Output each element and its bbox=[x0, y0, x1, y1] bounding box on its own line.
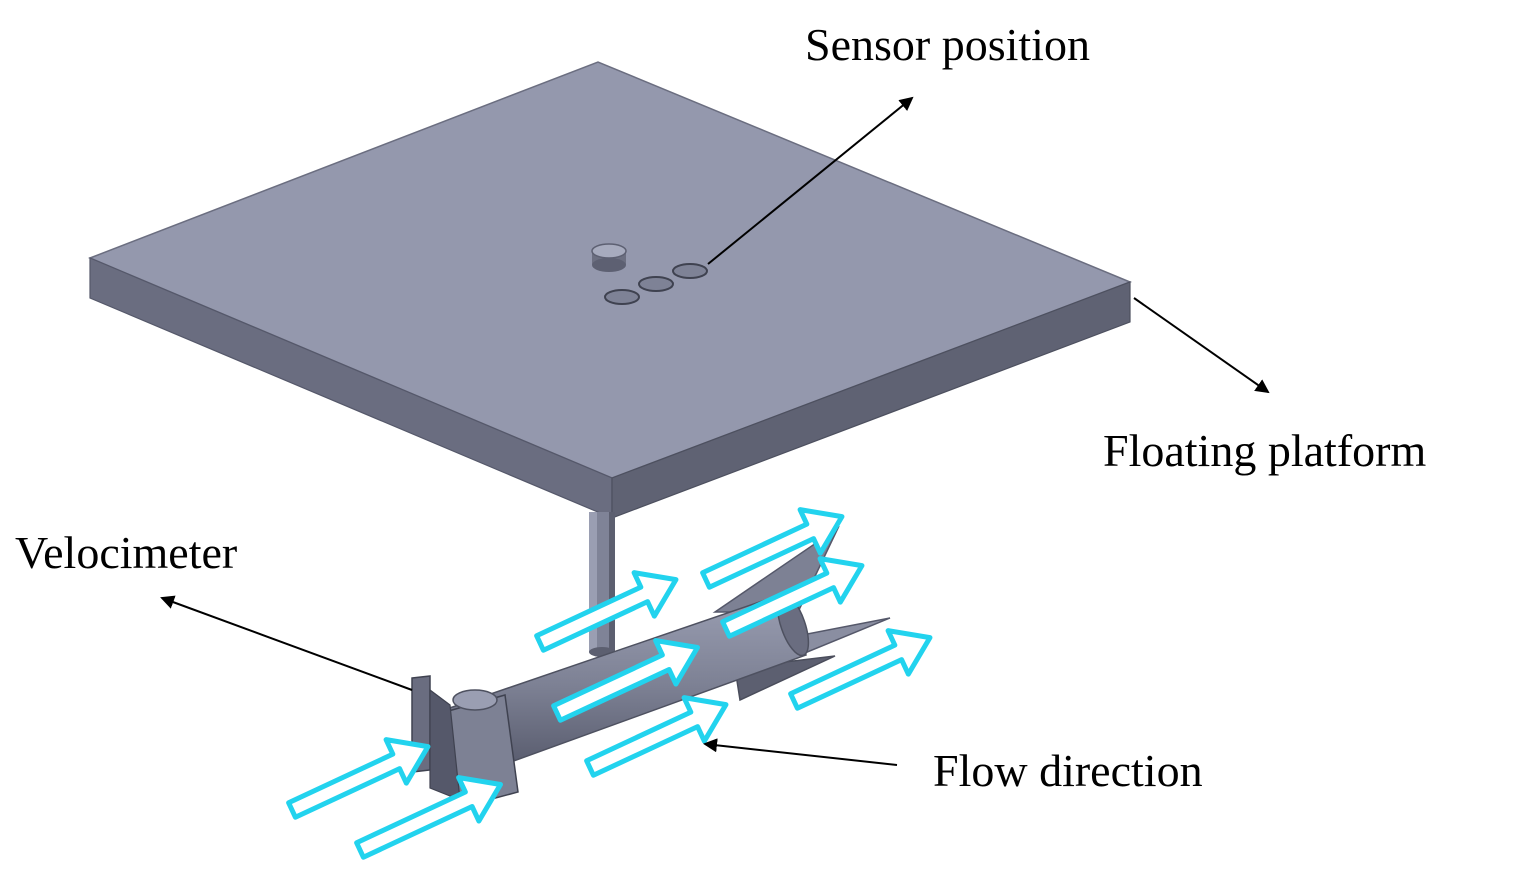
sensor-hole-3 bbox=[672, 263, 708, 279]
platform-pointer-line bbox=[1133, 297, 1270, 394]
pointer-lines bbox=[160, 96, 1270, 766]
flow-arrow-icon bbox=[534, 570, 679, 653]
support-rod bbox=[589, 512, 615, 657]
floating-platform-label: Floating platform bbox=[1103, 425, 1426, 476]
velocimeter-pointer-line bbox=[160, 595, 413, 691]
flow-arrow-icon bbox=[584, 695, 729, 778]
flow-arrow-icon bbox=[286, 737, 431, 820]
velocimeter-label: Velocimeter bbox=[15, 527, 237, 578]
flow-arrow-icon bbox=[354, 775, 503, 860]
floating-platform bbox=[87, 61, 1133, 519]
sensor-position-label: Sensor position bbox=[805, 19, 1090, 70]
flow-direction-label: Flow direction bbox=[933, 745, 1203, 796]
flow-arrow-icon bbox=[700, 507, 845, 590]
sensor-cylinder bbox=[591, 243, 627, 272]
flow-arrow-icon bbox=[720, 556, 865, 639]
flow-arrow-icon bbox=[551, 638, 700, 723]
sensor-group bbox=[591, 243, 708, 305]
sensor-pointer-line bbox=[707, 96, 914, 265]
flow-arrows bbox=[286, 507, 933, 860]
sensor-hole-1 bbox=[604, 289, 640, 305]
flow-arrow-icon bbox=[788, 628, 933, 711]
platform-side-face bbox=[611, 281, 1131, 519]
flow-pointer-line bbox=[703, 738, 898, 766]
sensor-hole-2 bbox=[638, 276, 674, 292]
